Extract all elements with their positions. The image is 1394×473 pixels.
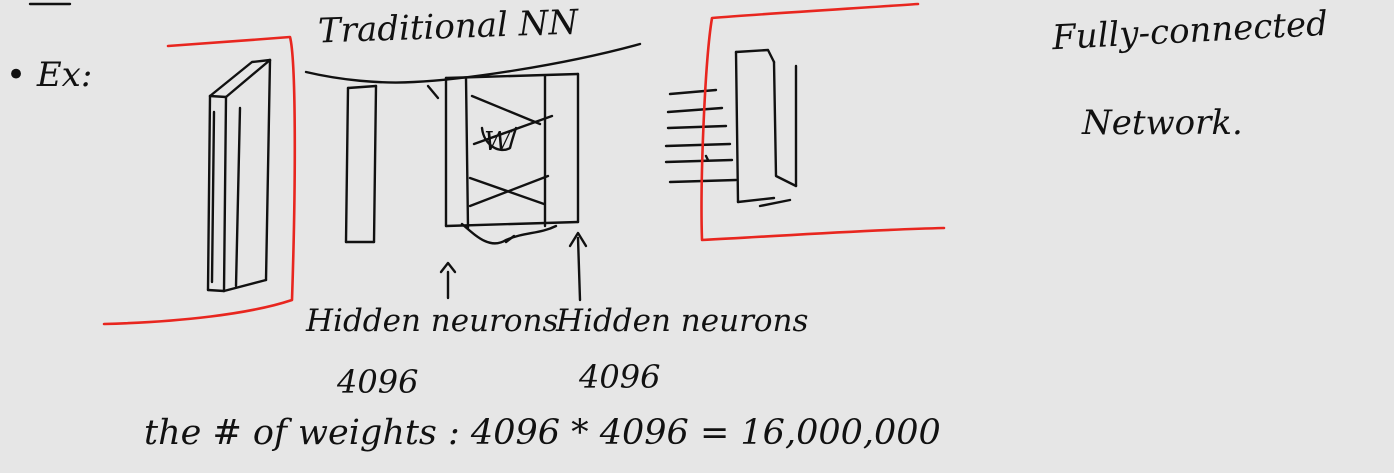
hidden-neurons-label-2: Hidden neurons [556,303,809,339]
hidden-layer-2-sketch [444,72,580,245]
arrow-hidden-2 [568,231,588,302]
output-layer-sketch [664,48,798,208]
traditional-nn-bracket [304,42,642,84]
input-highlight-bracket [102,35,297,326]
hidden-neurons-label-1: Hidden neurons [306,303,559,339]
network-label: Network. [1082,103,1243,143]
output-highlight-bracket [700,2,946,242]
input-volume-sketch [206,58,272,293]
bracket-tick [426,84,440,100]
neuron-count-1: 4096 [337,363,419,401]
weights-equation: the # of weights : 4096 * 4096 = 16,000,… [144,413,941,453]
arrow-hidden-1 [439,261,457,300]
weight-symbol: W [484,127,513,157]
neuron-count-2: 4096 [579,358,661,396]
bullet-example-label: • Ex: [6,55,93,95]
hidden-layer-1-sketch [344,84,378,244]
